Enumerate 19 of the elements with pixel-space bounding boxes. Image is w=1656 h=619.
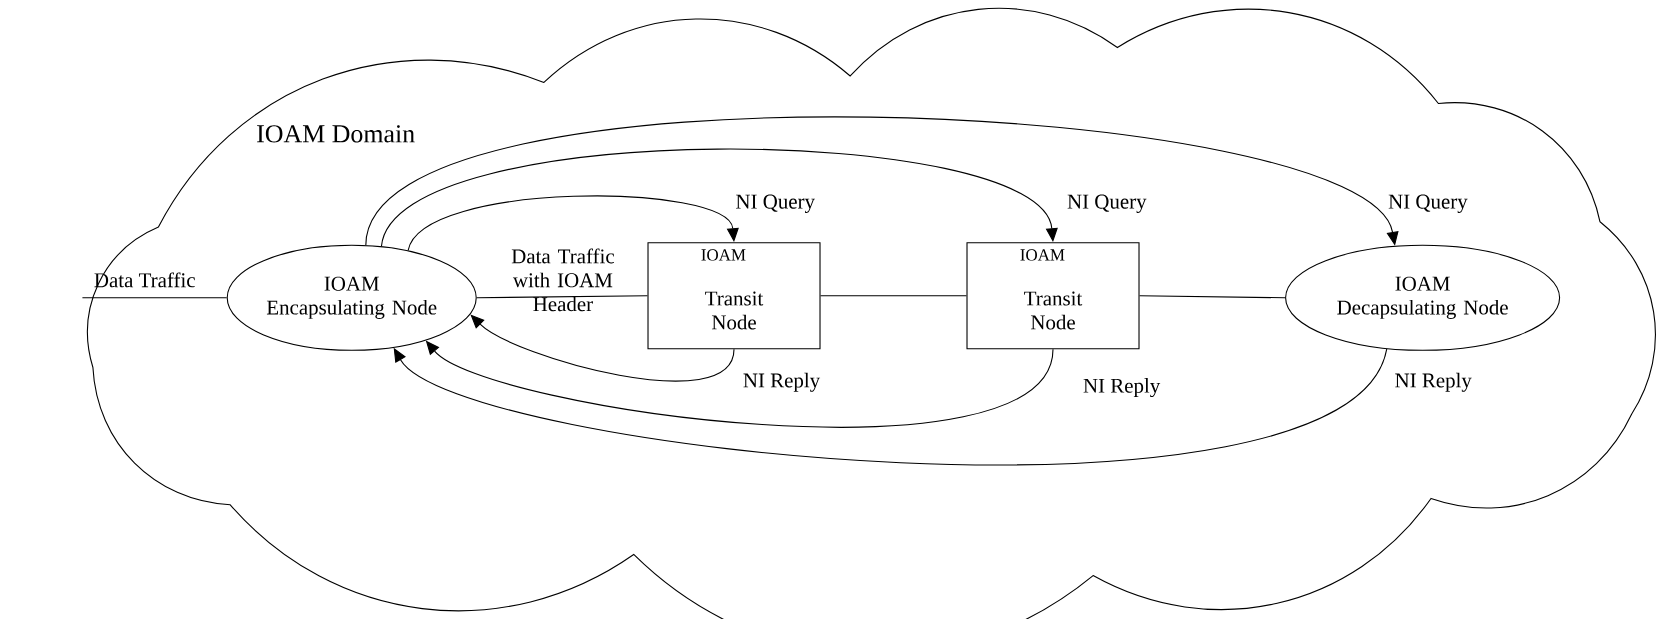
arrow — [380, 148, 1058, 247]
transit-box: IOAM Transit Node — [966, 242, 1140, 350]
connector-line — [81, 297, 228, 299]
connector-line — [1139, 295, 1286, 299]
arrow — [407, 195, 739, 251]
edge-label: NI Query — [1067, 194, 1147, 213]
transit-box: IOAM Transit Node — [647, 242, 821, 350]
connector-line — [820, 295, 967, 297]
edge-label: NI Reply — [743, 372, 821, 392]
arrow — [365, 116, 1399, 246]
edge-label: Data Traffic with IOAM Header — [511, 248, 614, 312]
ellipse-node: IOAM Decapsulating Node — [1285, 244, 1561, 351]
edge-label: NI Reply — [1083, 378, 1161, 398]
arrow — [470, 314, 735, 382]
ellipse-node: IOAM Encapsulating Node — [226, 244, 477, 351]
edge-label: NI Query — [736, 194, 815, 213]
edge-label: NI Reply — [1395, 372, 1472, 392]
connector-line — [476, 295, 648, 299]
edge-label: NI Query — [1388, 194, 1468, 213]
